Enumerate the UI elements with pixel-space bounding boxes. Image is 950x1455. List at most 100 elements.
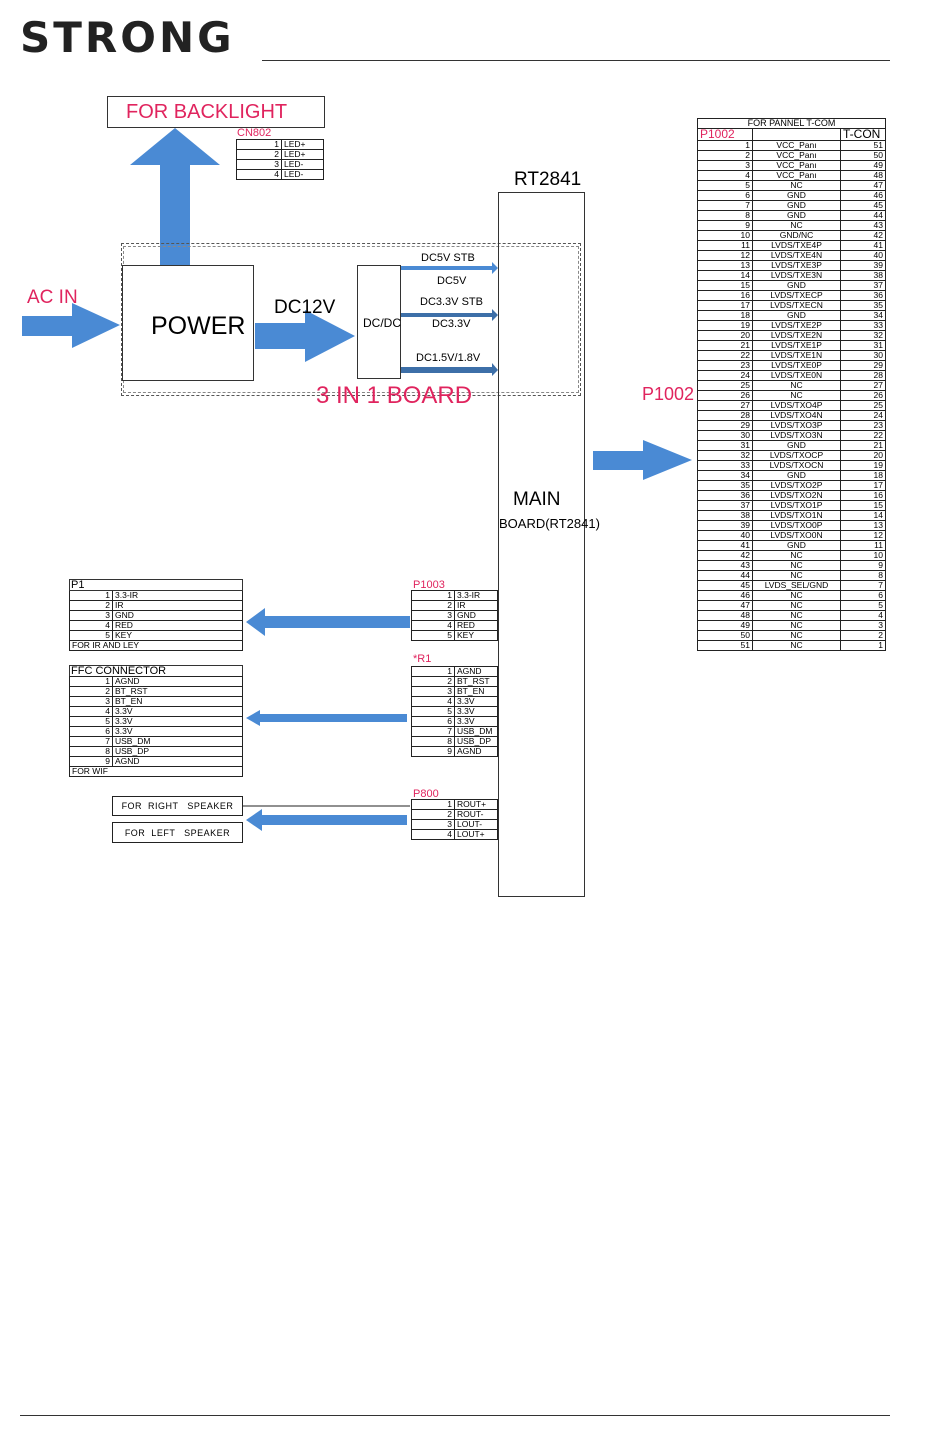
tcon-pin-right: 25 [840, 400, 886, 411]
p1003-pin-number: 3 [411, 610, 455, 621]
tcon-pin-signal: NC [752, 600, 841, 611]
ffc-pin-number: 6 [69, 726, 113, 737]
p1-pin-number: 1 [69, 590, 113, 601]
ffc-pin-signal: BT_RST [112, 686, 243, 697]
tcon-pin-right: 4 [840, 610, 886, 621]
tcon-pin-right: 21 [840, 440, 886, 451]
tcon-pin-left: 46 [697, 590, 753, 601]
tcon-pin-left: 15 [697, 280, 753, 291]
tcon-pin-right: 32 [840, 330, 886, 341]
tcon-pin-signal: GND [752, 210, 841, 221]
tcon-pin-left: 2 [697, 150, 753, 161]
tcon-pin-right: 31 [840, 340, 886, 351]
p1-title: P1 [71, 579, 85, 591]
p1003-title: P1003 [413, 579, 445, 591]
tcon-pin-signal: LVDS/TXO3P [752, 420, 841, 431]
tcon-pin-right: 6 [840, 590, 886, 601]
dc33v-stb-arrow [400, 309, 498, 321]
r1-pin-number: 6 [411, 716, 455, 727]
tcon-pin-signal: LVDS/TXECN [752, 300, 841, 311]
tcon-pin-left: 30 [697, 430, 753, 441]
ffc-pin-signal: USB_DM [112, 736, 243, 747]
tcon-pin-left: 28 [697, 410, 753, 421]
p800-title: P800 [413, 788, 439, 800]
p1-pin-number: 2 [69, 600, 113, 611]
dc12v-label: DC12V [274, 297, 336, 318]
backlight-label: FOR BACKLIGHT [126, 101, 288, 123]
tcon-pin-left: 33 [697, 460, 753, 471]
tcon-pin-right: 50 [840, 150, 886, 161]
tcon-pin-right: 15 [840, 500, 886, 511]
p800-pin-signal: ROUT+ [454, 799, 498, 810]
tcon-pin-signal: LVDS/TXE0N [752, 370, 841, 381]
tcon-pin-signal: NC [752, 390, 841, 401]
ffc-footer-row: FOR WIF [69, 766, 243, 777]
p1003-pin-signal: IR [454, 600, 498, 611]
r1-pin-signal: 3.3V [454, 706, 498, 717]
tcon-pin-left: 19 [697, 320, 753, 331]
p800-pin-number: 1 [411, 799, 455, 810]
tcon-pin-signal: GND [752, 440, 841, 451]
ffc-pin-signal: AGND [112, 676, 243, 687]
tcon-pin-right: 48 [840, 170, 886, 181]
tcon-pin-right: 51 [840, 140, 886, 151]
p1-pin-signal: IR [112, 600, 243, 611]
backlight-arrow [130, 128, 220, 265]
tcon-pin-right: 9 [840, 560, 886, 571]
tcon-pin-right: 38 [840, 270, 886, 281]
tcon-pin-right: 35 [840, 300, 886, 311]
tcon-pin-signal: LVDS/TXE1N [752, 350, 841, 361]
tcon-pin-left: 45 [697, 580, 753, 591]
tcon-pin-left: 23 [697, 360, 753, 371]
p1003-pin-number: 4 [411, 620, 455, 631]
tcon-pin-signal: VCC_Panı [752, 160, 841, 171]
p1-pin-signal: GND [112, 610, 243, 621]
tcon-pin-signal: GND [752, 310, 841, 321]
tcon-pin-right: 36 [840, 290, 886, 301]
p800-pin-signal: LOUT- [454, 819, 498, 830]
tcon-pin-signal: LVDS/TXO2N [752, 490, 841, 501]
ir-arrow [246, 608, 410, 636]
r1-pin-number: 7 [411, 726, 455, 737]
tcon-pin-right: 33 [840, 320, 886, 331]
tcon-pin-left: 5 [697, 180, 753, 191]
tcon-pin-right: 39 [840, 260, 886, 271]
tcon-pin-left: 18 [697, 310, 753, 321]
tcon-pin-left: 27 [697, 400, 753, 411]
footer-rule [20, 1415, 890, 1416]
p1003-pin-number: 1 [411, 590, 455, 601]
tcon-pin-right: 8 [840, 570, 886, 581]
tcon-pin-signal: GND [752, 540, 841, 551]
tcon-pin-signal: GND [752, 190, 841, 201]
r1-pin-number: 3 [411, 686, 455, 697]
tcon-pin-signal: LVDS/TXE3N [752, 270, 841, 281]
r1-pin-number: 2 [411, 676, 455, 687]
ffc-pin-signal: AGND [112, 756, 243, 767]
p800-pin-number: 3 [411, 819, 455, 830]
p800-pin-signal: LOUT+ [454, 829, 498, 840]
tcon-pin-right: 1 [840, 640, 886, 651]
